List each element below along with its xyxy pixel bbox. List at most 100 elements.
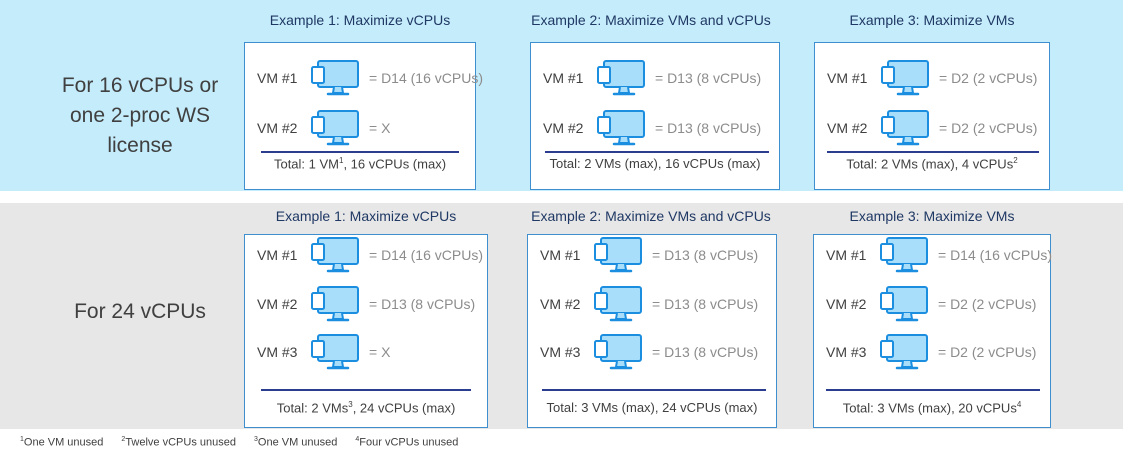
footnote-number: 1 (20, 436, 24, 443)
vm-size: = D14 (16 vCPUs) (369, 70, 483, 86)
vm-label: VM #1 (827, 70, 868, 86)
total-divider (545, 151, 769, 153)
footnote-item: 3One VM unused (254, 436, 337, 449)
total-text: Total: 1 VM (273, 156, 339, 172)
example-card: VM #1= D13 (8 vCPUs)VM #2= D13 (8 vCPUs)… (527, 234, 777, 428)
total-text: Total: 2 VMs (max), 16 vCPUs (max) (549, 156, 761, 171)
vm-size: = D13 (8 vCPUs) (369, 296, 476, 312)
vm-row: VM #2= D13 (8 vCPUs) (540, 284, 758, 324)
total-summary: Total: 1 VM1, 16 vCPUs (max) (245, 156, 475, 171)
total-divider (261, 389, 471, 391)
total-divider (542, 389, 766, 391)
vm-row: VM #3 = D13 (8 vCPUs) (540, 332, 758, 372)
example-title: Example 3: Maximize VMs (849, 208, 1015, 224)
vm-size: = D14 (16 vCPUs) (369, 247, 483, 263)
vm-row: VM #1 = D14 (16 vCPUs) (257, 58, 483, 98)
vm-label: VM #1 (257, 70, 298, 86)
monitor-icon (881, 110, 929, 146)
monitor-icon (597, 110, 645, 146)
total-summary: Total: 2 VMs (max), 16 vCPUs (max) (531, 156, 779, 171)
monitor-icon (311, 334, 359, 370)
footnote-item: 4Four vCPUs unused (355, 436, 458, 449)
footnote-number: 2 (121, 436, 126, 443)
footnote-marker: 2 (1013, 156, 1018, 165)
total-text-rest: , 24 vCPUs (max) (352, 400, 456, 416)
example-title: Example 3: Maximize VMs (849, 12, 1015, 28)
row-label-line: For 16 vCPUs or (61, 74, 219, 97)
vm-row: VM #1= D13 (8 vCPUs) (540, 235, 758, 275)
vm-size: = D13 (8 vCPUs) (652, 344, 759, 360)
vm-row: VM #2 = D2 (2 vCPUs) (827, 108, 1037, 148)
vm-size: = D2 (2 vCPUs) (939, 120, 1038, 136)
vm-size: = D14 (16 vCPUs) (938, 247, 1052, 263)
monitor-icon (880, 286, 928, 322)
vm-label: VM #2 (257, 296, 298, 312)
footnote-text: Four vCPUs unused (359, 436, 459, 449)
example-title: Example 2: Maximize VMs and vCPUs (531, 12, 771, 28)
vm-label: VM #3 (257, 344, 298, 360)
monitor-icon (311, 60, 359, 96)
example-card: VM #1= D2 (2 vCPUs) VM #2 = D2 (2 vCPUs) To… (814, 42, 1050, 190)
footnote-item: 1One VM unused (20, 436, 103, 449)
row-label-line: For 24 vCPUs (74, 300, 206, 323)
monitor-icon (311, 237, 359, 273)
vm-row: VM #2= D13 (8 vCPUs) (543, 108, 761, 148)
total-text-rest: , 16 vCPUs (max) (343, 156, 447, 172)
vm-label: VM #1 (543, 70, 584, 86)
monitor-icon (594, 286, 642, 322)
vm-row: VM #1 = D14 (16 vCPUs) (826, 235, 1052, 275)
vm-row: VM #2 = D2 (2 vCPUs) (826, 284, 1036, 324)
example-card: VM #1= D14 (16 vCPUs) VM #2 = D13 (8 vCPUs… (244, 234, 488, 428)
footnote-text: Twelve vCPUs unused (125, 436, 236, 449)
vm-label: VM #2 (257, 120, 298, 136)
vm-label: VM #3 (540, 344, 581, 360)
footnote-item: 2Twelve vCPUs unused (121, 436, 236, 449)
vm-size: = X (369, 120, 391, 136)
footnote-marker: 4 (1016, 400, 1022, 409)
monitor-icon (311, 286, 359, 322)
total-text: Total: 3 VMs (max), 24 vCPUs (max) (546, 400, 758, 415)
total-text: Total: 2 VMs (276, 400, 349, 416)
monitor-icon (311, 110, 359, 146)
vm-size: = D13 (8 vCPUs) (655, 120, 762, 136)
example-title: Example 2: Maximize VMs and vCPUs (531, 208, 771, 224)
total-divider (261, 151, 459, 153)
example-card: VM #1 = D14 (16 vCPUs) VM #2 = D2 (2 vCPUs)… (813, 234, 1052, 428)
vm-size: = D2 (2 vCPUs) (938, 344, 1037, 360)
vm-row: VM #3 = X (257, 332, 390, 372)
vm-label: VM #2 (540, 296, 581, 312)
vm-label: VM #2 (827, 120, 868, 136)
monitor-icon (594, 237, 642, 273)
total-divider (827, 151, 1039, 153)
vm-size: = X (369, 344, 391, 360)
example-title: Example 1: Maximize vCPUs (269, 12, 451, 28)
example-card: VM #1= D13 (8 vCPUs)VM #2= D13 (8 vCPUs)… (530, 42, 780, 190)
footnote-text: One VM unused (257, 436, 338, 449)
total-summary: Total: 3 VMs (max), 24 vCPUs (max) (528, 400, 776, 415)
monitor-icon (597, 60, 645, 96)
vm-label: VM #1 (826, 247, 867, 263)
footnote-number: 4 (355, 436, 360, 443)
vm-row: VM #1= D14 (16 vCPUs) (257, 235, 483, 275)
row-label-24-vcpus: For 24 vCPUs (50, 297, 230, 327)
total-summary: Total: 2 VMs3, 24 vCPUs (max) (245, 400, 487, 415)
total-divider (826, 389, 1040, 391)
monitor-icon (880, 334, 928, 370)
footnote-number: 3 (253, 436, 258, 443)
example-title: Example 1: Maximize vCPUs (275, 208, 457, 224)
vm-row: VM #1= D2 (2 vCPUs) (827, 58, 1037, 98)
monitor-icon (594, 334, 642, 370)
total-summary: Total: 3 VMs (max), 20 vCPUs4 (814, 400, 1050, 415)
footnote-text: One VM unused (23, 436, 104, 449)
vm-row: VM #1= D13 (8 vCPUs) (543, 58, 761, 98)
example-card: VM #1 = D14 (16 vCPUs) VM #2 = X Total: 1 VM… (244, 42, 483, 190)
total-summary: Total: 2 VMs (max), 4 vCPUs2 (815, 156, 1049, 171)
footnote-marker: 3 (348, 400, 353, 409)
vm-label: VM #1 (540, 247, 581, 263)
vm-size: = D2 (2 vCPUs) (938, 296, 1037, 312)
vm-row: VM #2 = D13 (8 vCPUs) (257, 284, 475, 324)
total-text: Total: 2 VMs (max), 4 vCPUs (846, 156, 1014, 172)
footnote-marker: 1 (339, 156, 344, 165)
vm-label: VM #2 (826, 296, 867, 312)
